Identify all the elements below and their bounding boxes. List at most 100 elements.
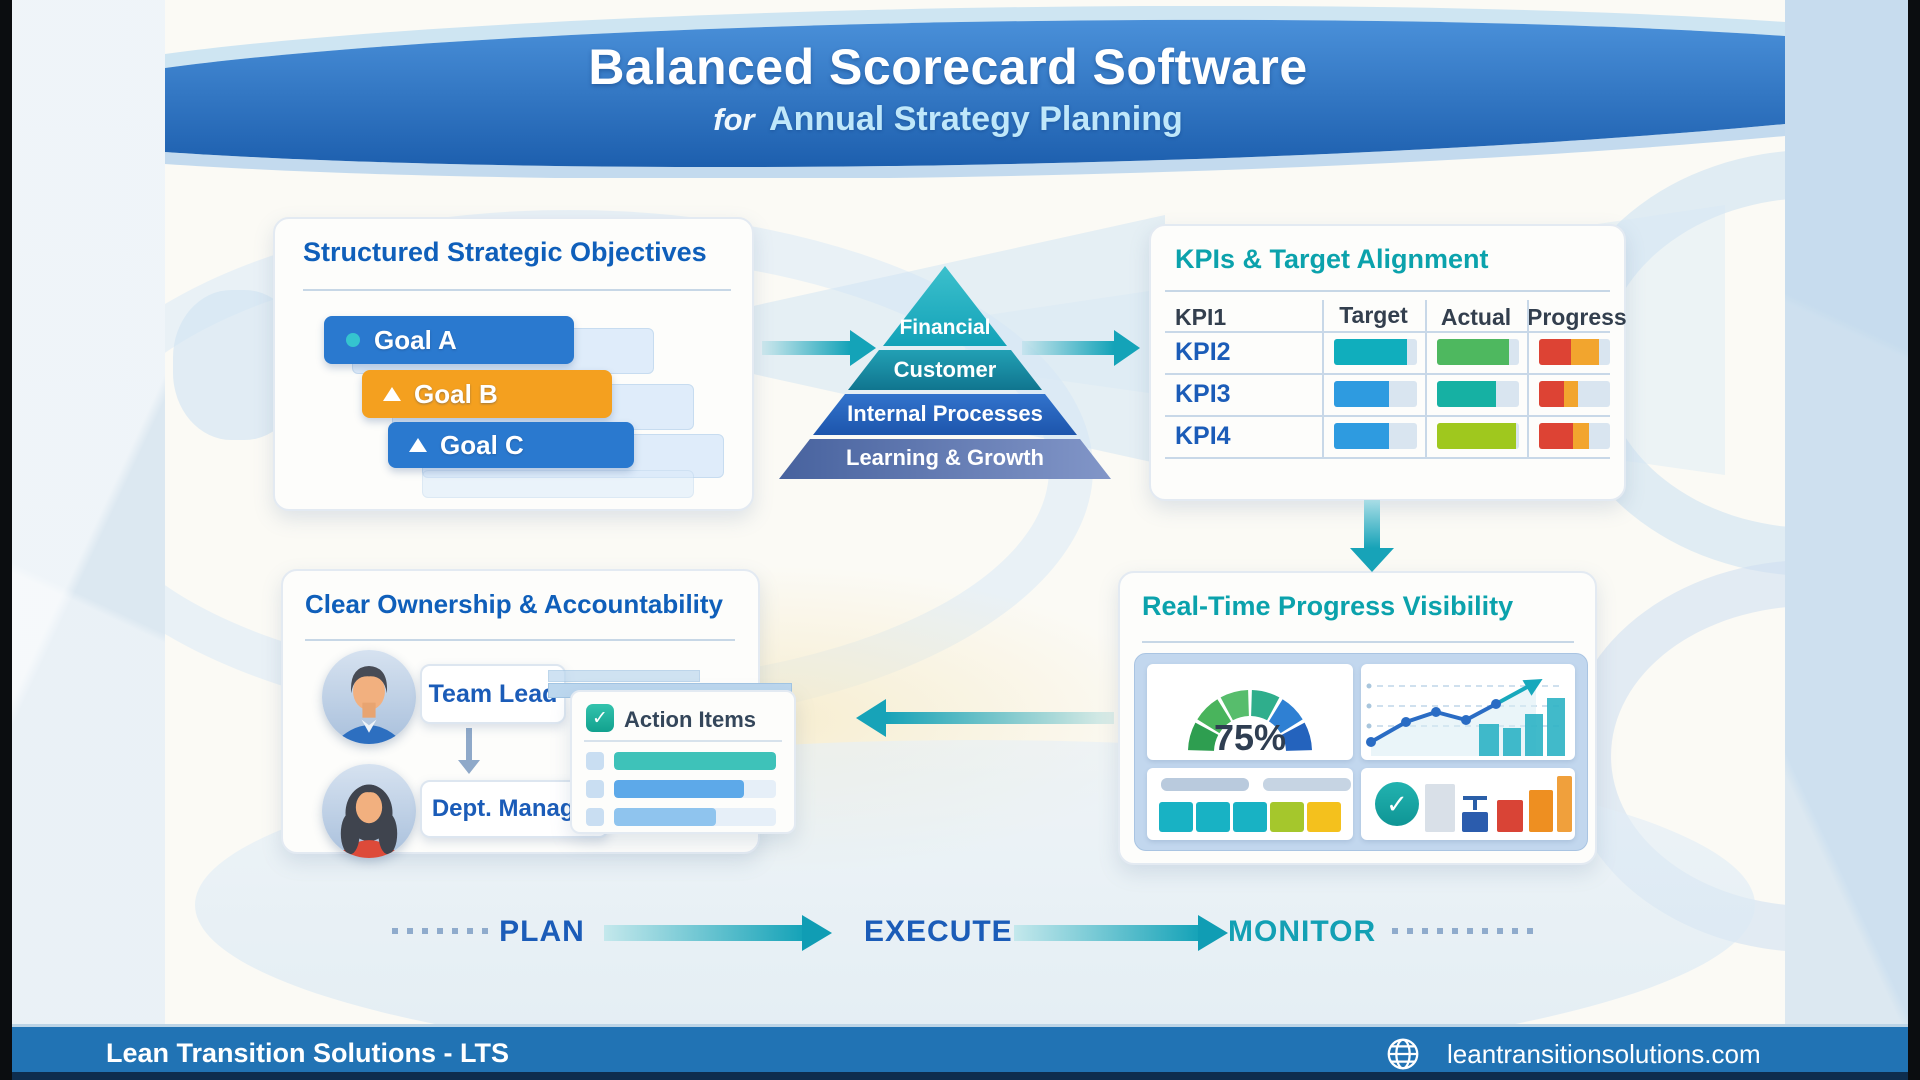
title-rule xyxy=(303,289,731,291)
connector-line xyxy=(548,670,700,682)
gauge-value: 75% xyxy=(1214,717,1286,758)
goal-bar-a: Goal A xyxy=(324,316,574,364)
title-rule xyxy=(1165,290,1610,292)
subtitle-prefix: for xyxy=(713,102,755,137)
table-divider xyxy=(1527,300,1529,459)
bar-fill xyxy=(1334,339,1408,365)
goal-bar-c: Goal C xyxy=(388,422,634,468)
gauge-chart: 75% xyxy=(1188,690,1312,758)
male-avatar xyxy=(322,650,416,744)
footer-bar: Lean Transition Solutions - LTS leantran… xyxy=(0,1024,1920,1080)
panel-title: Real-Time Progress Visibility xyxy=(1142,591,1514,621)
header-ribbon xyxy=(165,6,1785,178)
dashboard-frame: 75% xyxy=(1134,653,1588,851)
background-ellipse xyxy=(1565,560,1785,952)
panel-title: Structured Strategic Objectives xyxy=(303,237,707,267)
kpi-row-label: KPI2 xyxy=(1175,338,1231,366)
bar-fill xyxy=(1334,381,1389,407)
gauge-card: 75% xyxy=(1147,664,1353,760)
action-item-bar xyxy=(614,808,776,826)
subtitle-text: Annual Strategy Planning xyxy=(769,100,1183,138)
column-header: Progress xyxy=(1527,304,1627,330)
goal-label: Goal C xyxy=(440,429,524,460)
target-bar xyxy=(1334,381,1417,407)
bar-fill xyxy=(1334,423,1389,449)
mini-bar xyxy=(1497,800,1523,832)
table-divider xyxy=(1165,331,1610,333)
flow-step-plan: PLAN xyxy=(499,915,585,948)
table-divider xyxy=(1322,300,1324,459)
label-pill xyxy=(1263,778,1351,791)
dotted-leader xyxy=(392,928,488,934)
tier-label: Internal Processes xyxy=(847,401,1043,426)
goal-bar-b: Goal B xyxy=(362,370,612,418)
mini-bars-card xyxy=(1361,768,1575,840)
arrow-progress-to-actions xyxy=(856,699,1114,737)
flow-step-monitor: MONITOR xyxy=(1228,915,1377,948)
bar-segment-red xyxy=(1539,423,1574,449)
bar-fill xyxy=(1437,381,1497,407)
actual-bar xyxy=(1437,381,1519,407)
progress-bar xyxy=(1539,381,1610,407)
bar-fill xyxy=(1437,423,1516,449)
segment xyxy=(1159,802,1193,832)
trend-chart xyxy=(1366,679,1565,756)
globe-icon xyxy=(1387,1038,1419,1070)
table-divider xyxy=(1165,373,1610,375)
segment xyxy=(1233,802,1267,832)
divider xyxy=(584,740,782,742)
label-pill xyxy=(1161,778,1249,791)
kpi-row-label: KPI4 xyxy=(1175,422,1231,450)
arrow-kpis-to-progress xyxy=(1350,500,1394,572)
panel-title: KPIs & Target Alignment xyxy=(1175,244,1489,274)
table-divider xyxy=(1165,415,1610,417)
company-name: Lean Transition Solutions - LTS xyxy=(106,1038,510,1068)
bar-fill xyxy=(1437,339,1510,365)
female-avatar xyxy=(322,764,416,858)
bsc-pyramid: Financial Customer Internal Processes Le… xyxy=(779,266,1111,479)
bar-fill xyxy=(614,752,776,770)
tier-label: Customer xyxy=(894,357,997,382)
mini-bar xyxy=(1425,784,1455,832)
page-subtitle: for Annual Strategy Planning xyxy=(138,100,1758,139)
progress-bar xyxy=(1539,339,1610,365)
segment xyxy=(1307,802,1341,832)
bar-segment-orange xyxy=(1563,381,1579,407)
arrow-plan-to-execute xyxy=(604,915,832,951)
arrow-team-to-manager xyxy=(458,728,480,774)
letterbox-right xyxy=(1908,0,1920,1080)
action-item-bar xyxy=(614,780,776,798)
panel-progress-visibility: Real-Time Progress Visibility 75% xyxy=(1118,571,1597,865)
bar-fill xyxy=(614,780,744,798)
bar-segment-red xyxy=(1539,339,1571,365)
actual-bar xyxy=(1437,423,1519,449)
action-items-card: Action Items xyxy=(570,690,796,834)
action-items-title: Action Items xyxy=(624,707,757,732)
progress-bar xyxy=(1539,423,1610,449)
actual-bar xyxy=(1437,339,1519,365)
kpi-row-label: KPI3 xyxy=(1175,380,1231,408)
checkbox-icon xyxy=(586,752,604,770)
letterbox-left xyxy=(0,0,12,1080)
title-rule xyxy=(305,639,735,641)
target-bar xyxy=(1334,339,1417,365)
segmented-bar xyxy=(1159,802,1341,832)
checkbox-icon xyxy=(586,780,604,798)
panel-strategic-objectives: Structured Strategic Objectives Goal A G… xyxy=(273,217,754,511)
tier-label: Learning & Growth xyxy=(846,445,1044,470)
segment xyxy=(1196,802,1230,832)
title-rule xyxy=(1142,641,1574,643)
table-divider xyxy=(1425,300,1427,459)
arrow-objectives-to-pyramid xyxy=(762,330,876,366)
column-header: Actual xyxy=(1440,304,1512,330)
website-url: leantransitionsolutions.com xyxy=(1447,1039,1761,1069)
flow-step-execute: EXECUTE xyxy=(864,915,1013,948)
bar-segment-orange xyxy=(1573,423,1589,449)
arrow-execute-to-monitor xyxy=(1014,915,1228,951)
column-header: KPI1 xyxy=(1175,304,1227,330)
mini-bar xyxy=(1557,776,1572,832)
goal-label: Goal B xyxy=(414,378,498,409)
segment xyxy=(1270,802,1304,832)
triangle-icon xyxy=(383,387,401,401)
